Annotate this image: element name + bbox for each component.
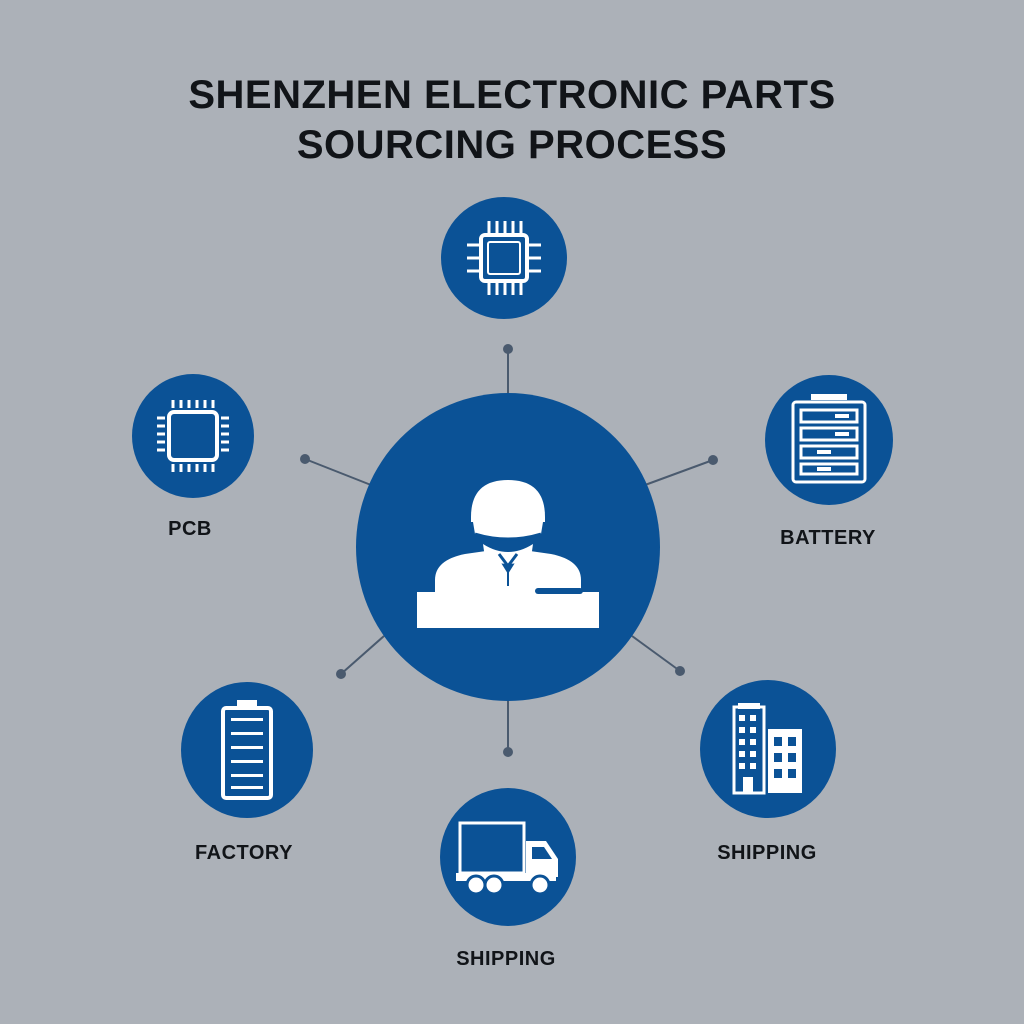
sourcing-agent-icon: [417, 480, 599, 628]
connector-pcb: [304, 458, 372, 486]
node-top: [441, 197, 567, 319]
title-line-1: SHENZHEN ELECTRONIC PARTS: [188, 73, 836, 117]
node-label-factory: FACTORY: [195, 842, 293, 864]
node-factory: [181, 682, 313, 818]
connector-battery: [644, 459, 714, 486]
connector-shipping-right: [631, 635, 681, 672]
truck-icon: [456, 821, 558, 896]
connector-dot-factory: [336, 669, 346, 679]
microchip-icon: [157, 400, 229, 472]
connector-dot-shipping-bottom: [503, 747, 513, 757]
node-shipping-bottom: [440, 788, 576, 926]
node-shipping-right: [700, 680, 836, 818]
connector-dot-shipping-right: [675, 666, 685, 676]
node-label-shipping-right: SHIPPING: [717, 842, 817, 864]
node-pcb: [132, 374, 254, 498]
center-node: [356, 393, 660, 701]
title-line-2: SOURCING PROCESS: [296, 123, 728, 167]
connector-dot-battery: [708, 455, 718, 465]
buildings-icon: [732, 703, 802, 795]
node-battery: [765, 375, 893, 505]
node-label-pcb: PCB: [168, 518, 212, 540]
microchip-icon: [467, 221, 541, 295]
node-label-battery: BATTERY: [780, 527, 876, 549]
connector-dot-pcb: [300, 454, 310, 464]
connector-dot-top: [503, 344, 513, 354]
diagram-title: SHENZHEN ELECTRONIC PARTS SOURCING PROCE…: [0, 70, 1024, 170]
node-label-shipping-bottom: SHIPPING: [456, 948, 556, 970]
connector-factory: [340, 635, 385, 675]
battery-icon: [221, 700, 273, 800]
server-rack-icon: [791, 394, 867, 484]
